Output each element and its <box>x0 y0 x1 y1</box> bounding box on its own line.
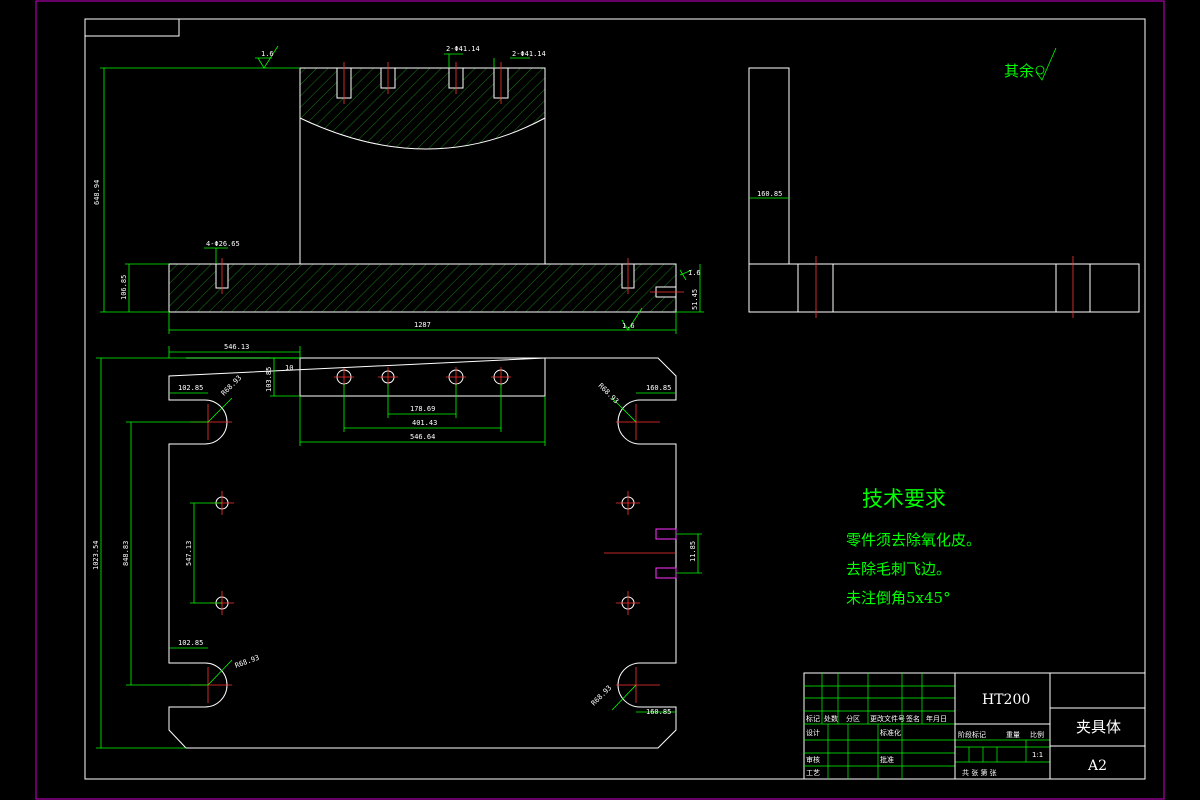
dim-inner-height: 848.83 <box>122 541 130 566</box>
dim-hole-spacing-outer: 546.64 <box>410 433 435 441</box>
drawing-frame <box>84 18 1146 780</box>
top-view: 546.13 10 103.85 178.69 401.43 546.64 10… <box>92 343 702 749</box>
tb-label-sign: 签名 <box>906 714 920 723</box>
tb-label-approve: 批准 <box>880 755 894 764</box>
side-view: 160.85 其余 <box>748 47 1140 318</box>
frame-code-box <box>85 19 180 37</box>
tb-label-scale: 比例 <box>1030 730 1044 739</box>
dim-total-length: 1287 <box>414 321 431 329</box>
tech-req-item-2: 去除毛刺飞边。 <box>846 560 951 578</box>
tb-label-design: 设计 <box>806 728 820 737</box>
tb-label-change-doc: 更改文件号 <box>870 714 905 723</box>
dim-notch-r-right-top: R68.93 <box>597 382 621 406</box>
dim-side-right: 51.45 <box>691 289 699 310</box>
dim-slot-height: 103.85 <box>265 367 273 392</box>
dim-hole-callout-base: 4-Φ26.65 <box>206 240 240 248</box>
dim-hole-spacing-mid: 401.43 <box>412 419 437 427</box>
dim-roughness-2: 1.6 <box>688 269 701 277</box>
tb-label-weight: 重量 <box>1006 731 1020 739</box>
dim-slot-offset: 10 <box>285 364 293 372</box>
tb-label-count: 处数 <box>824 714 838 723</box>
dim-notch-r-right-bottom: R68.93 <box>590 684 614 708</box>
tb-label-process: 工艺 <box>806 769 820 777</box>
dim-plate-height: 1023.54 <box>92 540 100 570</box>
tech-req-item-1: 零件须去除氧化皮。 <box>846 531 981 549</box>
dim-notch-r-left-top: R68.93 <box>220 374 244 398</box>
technical-requirements: 技术要求 零件须去除氧化皮。 去除毛刺飞边。 未注倒角5x45° <box>846 487 981 607</box>
sheet-border <box>35 0 1165 800</box>
tech-req-title: 技术要求 <box>862 487 946 511</box>
dim-base-height: 106.85 <box>120 275 128 300</box>
dim-roughness-1: 1.6 <box>261 50 274 58</box>
tb-label-zone: 分区 <box>846 714 860 723</box>
dim-notch-r-left-bottom: R68.93 <box>234 654 261 670</box>
dim-hole-row-spacing: 547.13 <box>185 541 193 566</box>
dim-notch-right-bottom: 160.85 <box>646 708 671 716</box>
tech-req-item-3: 未注倒角5x45° <box>846 589 951 607</box>
title-block: 标记 处数 分区 更改文件号 签名 年月日 设计 标准化 审核 工艺 批准 阶段… <box>803 672 1146 780</box>
tb-label-sheet-total: 共 张 第 张 <box>962 768 997 777</box>
tb-scale-value: 1:1 <box>1032 751 1043 759</box>
dim-hole-callout-b: 2-Φ41.14 <box>512 50 546 58</box>
dim-notch-right-top: 160.85 <box>646 384 671 392</box>
rest-surface-note: 其余 <box>1004 62 1034 80</box>
tb-label-review: 审核 <box>806 755 820 764</box>
front-view: 1.6 1.6 1.6 2-Φ41.14 2-Φ41.14 4-Φ26.65 1… <box>93 45 704 334</box>
dim-top-width: 546.13 <box>224 343 249 351</box>
dim-hole-spacing-inner: 178.69 <box>410 405 435 413</box>
dim-roughness-3: 1.6 <box>622 322 635 330</box>
tb-label-date: 年月日 <box>926 714 947 723</box>
tb-material: HT200 <box>982 692 1030 708</box>
dim-notch-left-top: 102.85 <box>178 384 203 392</box>
tb-part-name: 夹具体 <box>1076 718 1121 736</box>
dim-side-width: 160.85 <box>757 190 782 198</box>
dim-notch-left-bottom: 102.85 <box>178 639 203 647</box>
tb-label-mark: 标记 <box>806 714 820 723</box>
tb-sheet-size: A2 <box>1087 758 1107 774</box>
dim-front-height: 648.94 <box>93 180 101 205</box>
dim-hole-callout-a: 2-Φ41.14 <box>446 45 480 53</box>
dim-pin-spacing: 11.85 <box>689 541 697 562</box>
tb-label-standard: 标准化 <box>880 728 901 737</box>
tb-label-stage: 阶段标记 <box>958 730 986 739</box>
